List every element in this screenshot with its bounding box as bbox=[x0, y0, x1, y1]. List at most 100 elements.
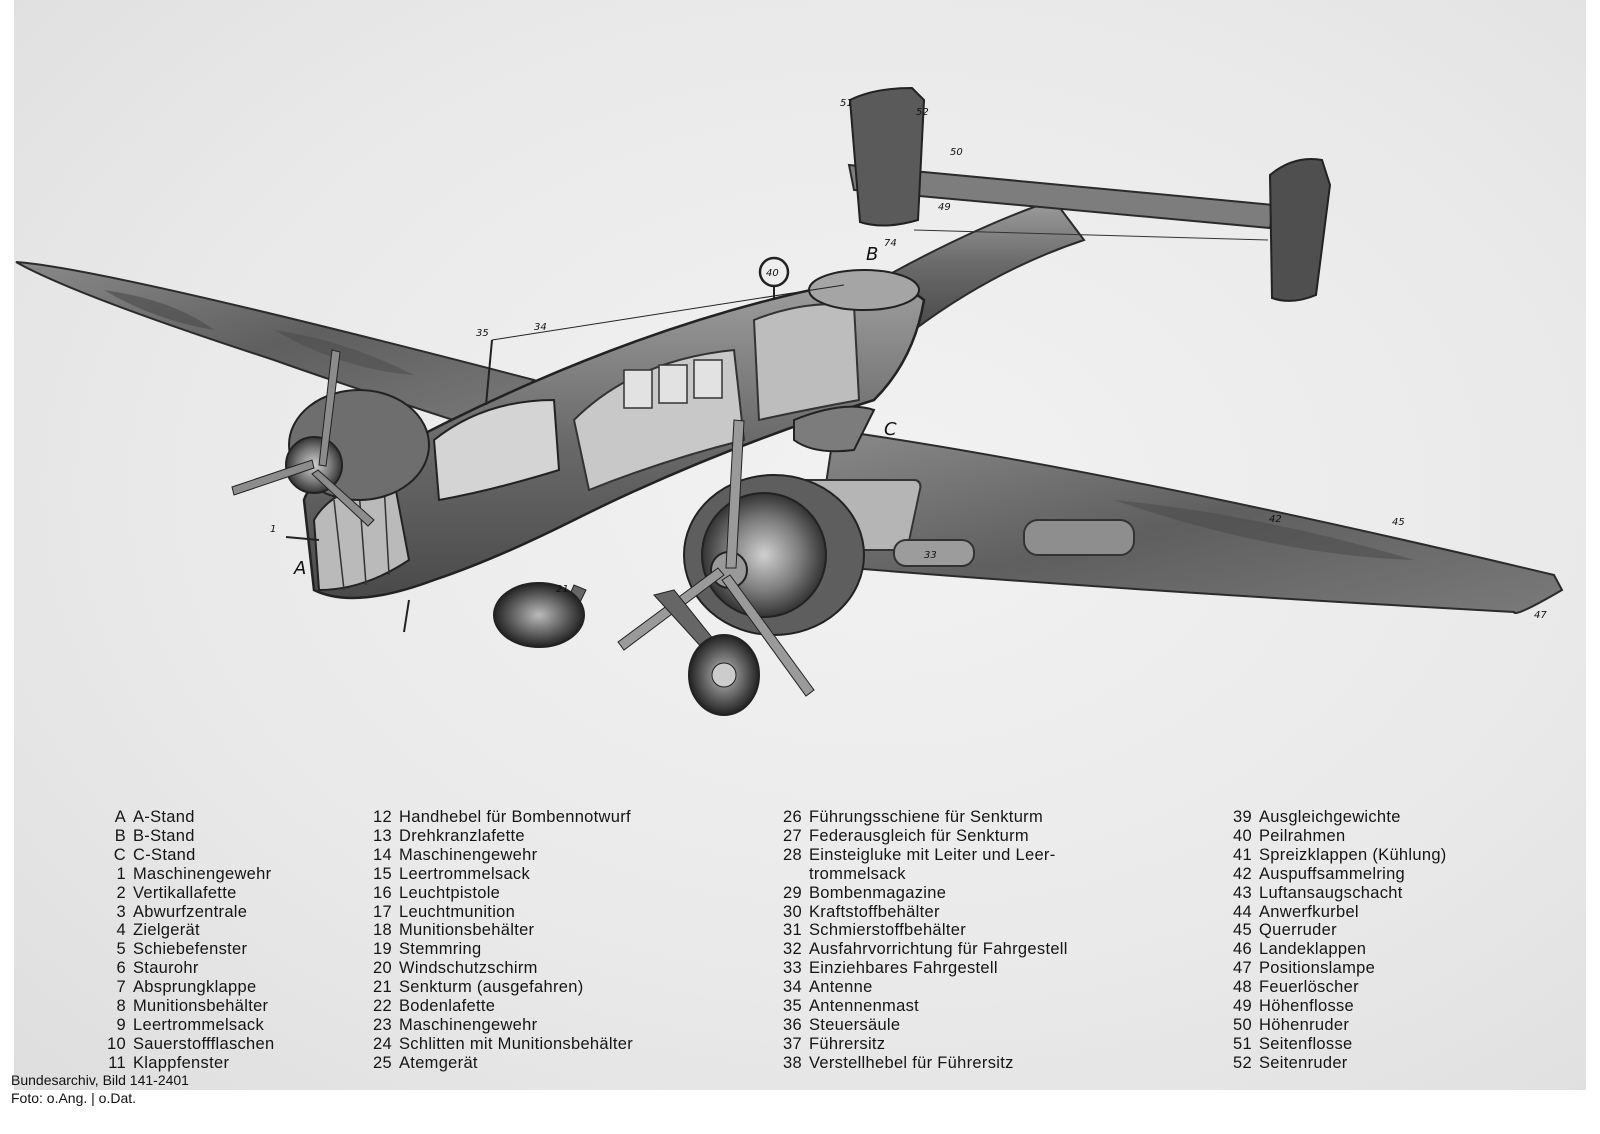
legend-entry-number: 10 bbox=[107, 1034, 126, 1053]
left-wing bbox=[15, 261, 536, 432]
legend-entry-label: Zielgerät bbox=[133, 921, 200, 940]
callout-21: 21 bbox=[556, 584, 569, 595]
credit-photographer: Foto: o.Ang. | o.Dat. bbox=[11, 1090, 137, 1106]
legend-entry-label: Bombenmagazine bbox=[809, 883, 947, 902]
legend-entry-number: 44 bbox=[1233, 902, 1252, 921]
legend-entry-number: 33 bbox=[783, 959, 802, 978]
legend-entry-number: 36 bbox=[783, 1015, 802, 1034]
legend-entry-number: 14 bbox=[373, 845, 392, 864]
aircraft-cutaway-illustration: A B C 1 21 33 34 35 40 42 45 47 49 50 51… bbox=[15, 86, 1564, 716]
legend-entry-label: Handhebel für Bombennotwurf bbox=[399, 808, 631, 826]
legend-entry-label: Munitionsbehälter bbox=[399, 921, 535, 940]
legend-entry-label: Steuersäule bbox=[809, 1015, 901, 1034]
legend-entry: 19 Stemmring bbox=[372, 940, 633, 959]
legend-entry-label: Absprungklappe bbox=[133, 978, 257, 997]
legend-entry-number: 25 bbox=[373, 1053, 392, 1072]
legend-entry-number: 41 bbox=[1233, 845, 1252, 864]
legend-entry-label: Peilrahmen bbox=[1259, 826, 1346, 845]
legend-entry: 36 Steuersäule bbox=[782, 1016, 1068, 1035]
legend-entry-number: 1 bbox=[116, 864, 126, 883]
legend-entry-label: Kraftstoffbehälter bbox=[809, 902, 940, 921]
legend-entry: 27 Federausgleich für Senkturm bbox=[782, 827, 1068, 846]
legend-entry-label: Seitenruder bbox=[1259, 1053, 1348, 1072]
legend-entry-label: Verstellhebel für Führersitz bbox=[809, 1053, 1014, 1072]
legend-entry-label: Feuerlöscher bbox=[1259, 978, 1359, 997]
legend-entry-label: Stemmring bbox=[399, 940, 482, 959]
legend-entry-number: 13 bbox=[373, 826, 392, 845]
legend-entry-label: Staurohr bbox=[133, 959, 199, 978]
legend-entry-number: 16 bbox=[373, 883, 392, 902]
legend-entry: 33 Einziehbares Fahrgestell bbox=[782, 959, 1068, 978]
callout-1: 1 bbox=[270, 524, 276, 535]
legend-entry: 25 Atemgerät bbox=[372, 1054, 633, 1073]
legend-entry-label: Führungsschiene für Senkturm bbox=[809, 808, 1044, 826]
callout-33: 33 bbox=[924, 550, 937, 561]
legend-entry: 50 Höhenruder bbox=[1232, 1016, 1447, 1035]
legend-entry-label: Maschinengewehr bbox=[399, 845, 538, 864]
legend-entry-label: Leuchtpistole bbox=[399, 883, 501, 902]
main-fuselage bbox=[302, 256, 926, 600]
legend-entry-number: 27 bbox=[783, 826, 802, 845]
legend-entry-number: 37 bbox=[783, 1034, 802, 1053]
legend-entry-label: Ausgleichgewichte bbox=[1259, 808, 1401, 826]
legend-entry-label: Atemgerät bbox=[399, 1053, 478, 1072]
legend-entry-label: Maschinengewehr bbox=[399, 1015, 538, 1034]
legend-entry-number: 8 bbox=[116, 997, 126, 1016]
legend-entry-number: 6 bbox=[116, 959, 126, 978]
legend-entry-label: Einziehbares Fahrgestell bbox=[809, 959, 998, 978]
legend-entry-number: 50 bbox=[1233, 1015, 1252, 1034]
legend-entry-label: Einsteigluke mit Leiter und Leer- bbox=[809, 845, 1056, 864]
legend-entry-label: Höhenflosse bbox=[1259, 997, 1355, 1016]
legend-entry-label: Federausgleich für Senkturm bbox=[809, 826, 1029, 845]
callout-52: 52 bbox=[916, 107, 929, 118]
legend-entry-number: 20 bbox=[373, 959, 392, 978]
legend-entry-label: Bodenlafette bbox=[399, 997, 496, 1016]
legend-entry-number: 46 bbox=[1233, 940, 1252, 959]
left-engine bbox=[285, 389, 430, 501]
archive-photo: A B C 1 21 33 34 35 40 42 45 47 49 50 51… bbox=[14, 0, 1586, 1090]
callout-47: 47 bbox=[1534, 610, 1547, 621]
legend-entry-number bbox=[782, 865, 802, 884]
legend-entry-label: Auspuffsammelring bbox=[1259, 864, 1406, 883]
legend-entry-label: Führersitz bbox=[809, 1034, 886, 1053]
legend-entry-number: 35 bbox=[783, 997, 802, 1016]
legend-entry-number: 51 bbox=[1233, 1034, 1252, 1053]
legend-entry: trommelsack bbox=[782, 865, 1068, 884]
legend-entry-label: Höhenruder bbox=[1259, 1015, 1350, 1034]
legend-entry-label: Drehkranzlafette bbox=[399, 826, 525, 845]
legend-entry-number: 9 bbox=[116, 1015, 126, 1034]
legend-entry: 30 Kraftstoffbehälter bbox=[782, 903, 1068, 922]
legend-entry-number: 30 bbox=[783, 902, 802, 921]
legend-entry-number: 19 bbox=[373, 940, 392, 959]
